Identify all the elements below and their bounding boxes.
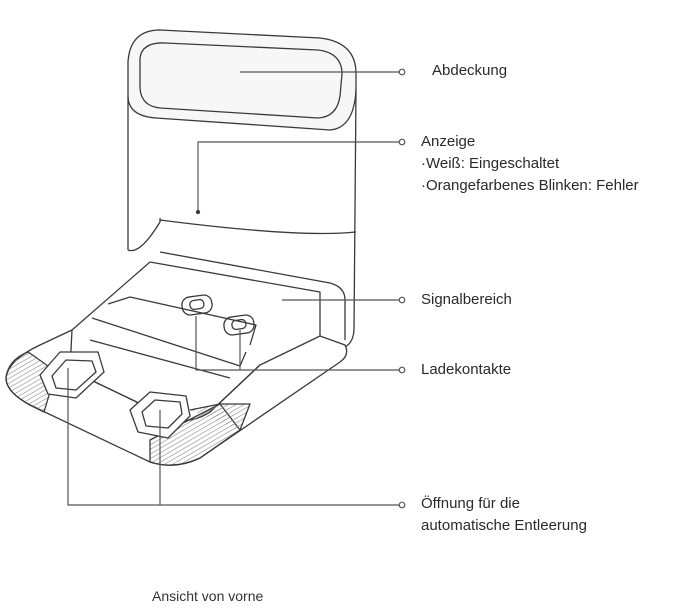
- label-indicator-orange: ·Orangefarbenes Blinken: Fehler: [421, 177, 639, 194]
- label-auto-empty-line2: automatische Entleerung: [421, 517, 587, 534]
- dock-lid: [127, 29, 357, 131]
- label-signal-area: Signalbereich: [421, 291, 512, 308]
- dock-lid-inner: [139, 42, 343, 119]
- indicator-led: [195, 209, 201, 215]
- label-auto-empty-line1: Öffnung für die: [421, 495, 520, 512]
- label-indicator-white: ·Weiß: Eingeschaltet: [421, 155, 560, 172]
- label-cover: Abdeckung: [432, 62, 508, 79]
- label-indicator: Anzeige: [421, 133, 476, 150]
- charging-contacts: [181, 294, 255, 336]
- view-caption: Ansicht von vorne: [152, 588, 264, 604]
- label-charging-contacts: Ladekontakte: [421, 361, 512, 378]
- dock-body: [5, 29, 357, 466]
- dock-ramp: [159, 251, 346, 340]
- left-pad-hatch: [5, 351, 57, 413]
- leader-lines: [67, 68, 406, 509]
